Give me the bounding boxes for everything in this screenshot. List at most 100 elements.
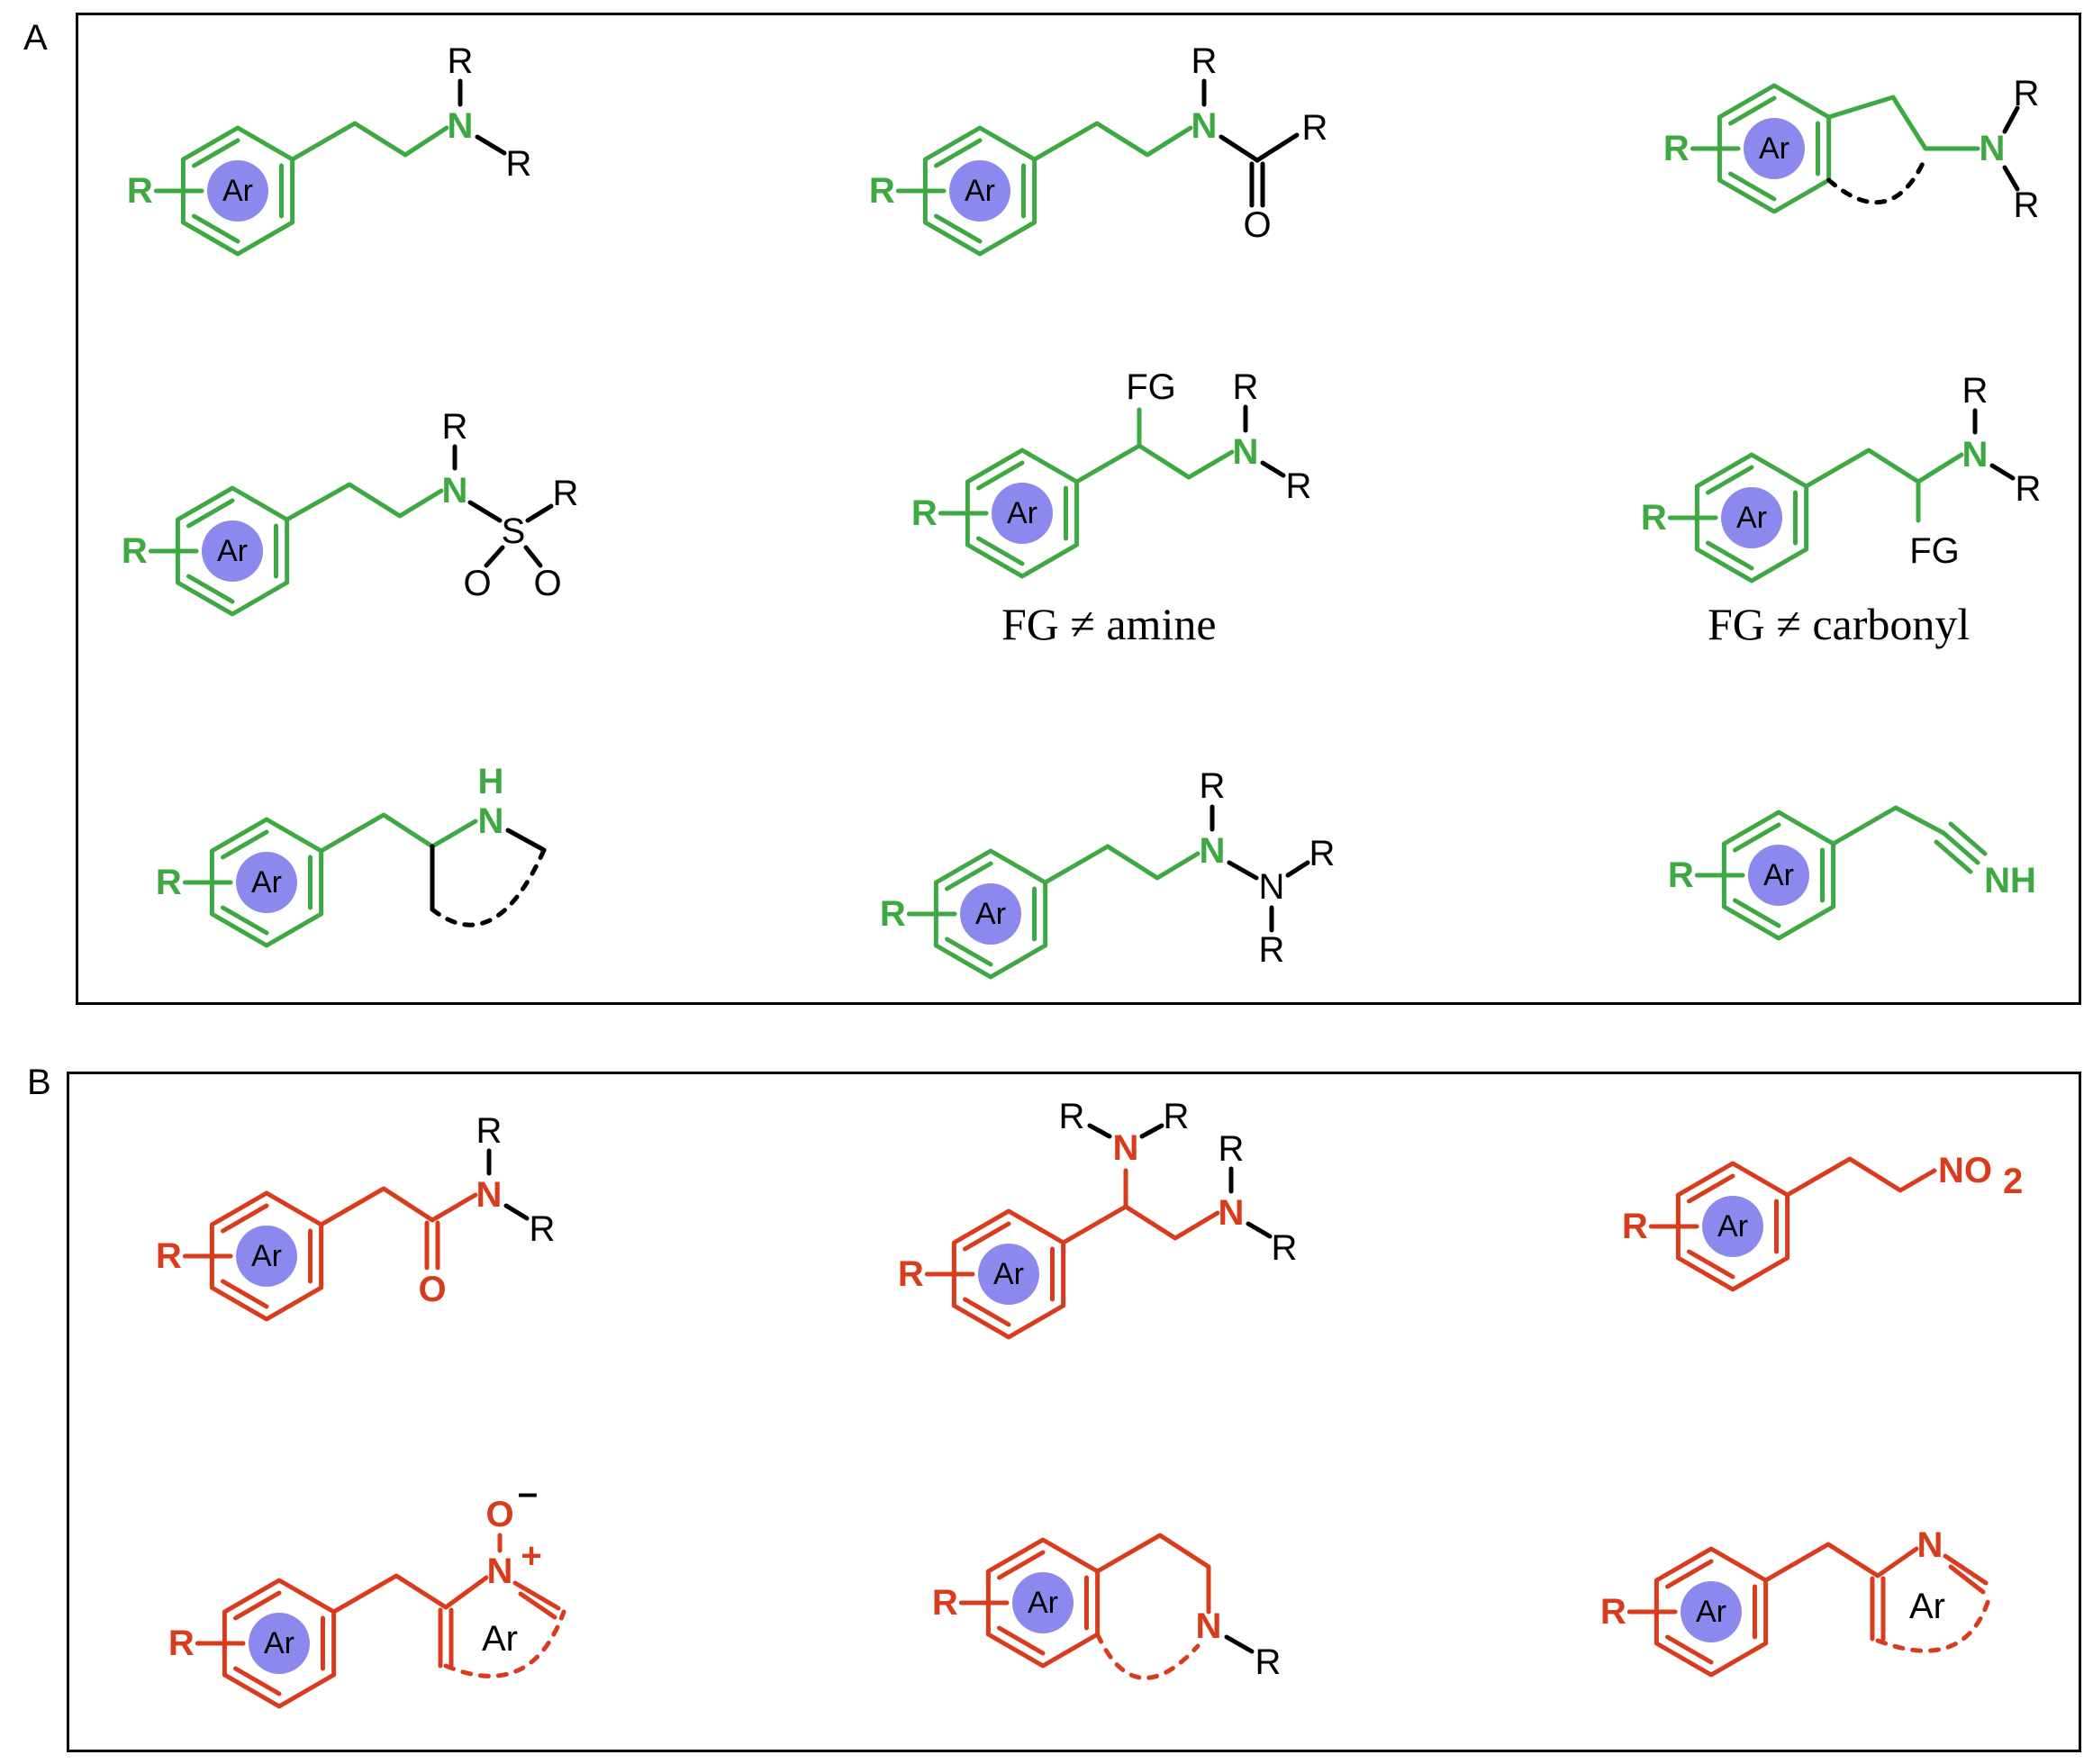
ar-label: Ar: [1717, 1209, 1748, 1244]
r-substituent-label: R: [932, 1583, 958, 1623]
atom-label-r: R: [1059, 1097, 1085, 1136]
bond: [1826, 95, 1980, 151]
atom-label-n: N: [1200, 831, 1226, 871]
atom-label-fg: FG: [1909, 531, 1960, 571]
ring-double-bond: [963, 1297, 1011, 1327]
r-substituent-label: R: [127, 171, 153, 211]
ring-double-bond: [221, 829, 269, 860]
atom-label-r: R: [1962, 371, 1989, 411]
bond: [1219, 134, 1260, 163]
atom-label-r: R: [1286, 466, 1312, 506]
bond: [1785, 1156, 1937, 1198]
ar-label: Ar: [251, 865, 282, 900]
ring-double-bond: [997, 1625, 1046, 1656]
r-substituent-label: R: [1600, 1592, 1626, 1632]
bond: [1224, 1634, 1255, 1654]
atom-label-r: R: [1272, 1228, 1298, 1268]
atom-label-n: N: [478, 801, 504, 841]
bond: [1948, 821, 1988, 856]
atom-label-r: R: [530, 1209, 556, 1249]
bond: [1285, 860, 1310, 878]
atom-label-n: N: [1259, 867, 1285, 907]
ring-double-bond: [1728, 171, 1777, 202]
ar-circle: [1681, 1581, 1742, 1642]
ar-label: Ar: [1763, 858, 1794, 892]
panel-a-frame: [76, 13, 2081, 1005]
bond: [1943, 1553, 1989, 1586]
atom-label-o: O: [418, 1270, 446, 1309]
atom-label-n: N: [1196, 1606, 1222, 1646]
r-substituent-label: R: [122, 531, 148, 571]
atom-label-n: N: [448, 106, 474, 146]
r-substituent-label: R: [156, 1236, 182, 1276]
ar-circle: [1748, 845, 1809, 906]
r-substituent-label: R: [156, 863, 182, 902]
atom-label-r: R: [1200, 766, 1226, 806]
ring-double-bond: [233, 1666, 282, 1696]
atom-label-n: N: [442, 471, 468, 511]
r-substituent-label: R: [880, 894, 906, 934]
bond: [484, 545, 505, 568]
bond: [467, 500, 503, 523]
atom-label-r: R: [1164, 1097, 1190, 1136]
bond: [523, 545, 543, 568]
atom-label-r: R: [506, 144, 532, 184]
atom-label-n: N: [1113, 1128, 1139, 1168]
bond: [505, 828, 547, 853]
ring-double-bond: [945, 861, 993, 891]
ar-label: Ar: [251, 1239, 282, 1273]
atom-label-r: R: [2014, 185, 2040, 225]
ar-circle: [978, 1244, 1039, 1305]
ring-closure-dashed: [430, 847, 547, 927]
ring-double-bond: [1665, 1634, 1714, 1665]
atom-label-fg: FG: [1126, 367, 1176, 407]
bond: [1032, 121, 1193, 162]
bond: [525, 503, 554, 523]
atom-label-r: R: [2016, 469, 2042, 509]
ring-double-bond: [1706, 465, 1754, 495]
ar-circle: [1702, 1196, 1763, 1257]
bond: [319, 1186, 478, 1227]
atom-label-r: R: [442, 407, 468, 447]
bond: [503, 1203, 530, 1221]
bond: [2002, 105, 2020, 134]
ring-double-bond: [1706, 540, 1754, 571]
r-substituent-label: R: [1663, 129, 1690, 168]
atom-label-n: N: [1980, 129, 2006, 168]
atom-label-s: S: [502, 511, 526, 551]
ar-circle: [236, 852, 297, 913]
atom-label-o: O: [533, 564, 561, 603]
atom-label-minus: –: [518, 1473, 538, 1513]
ring-double-bond: [1728, 95, 1777, 126]
bond: [1989, 463, 2016, 481]
ring-double-bond: [1687, 1249, 1735, 1280]
bond: [1043, 844, 1201, 885]
ring-double-bond: [997, 1550, 1046, 1580]
bond: [1074, 443, 1235, 484]
ring-double-bond: [221, 1279, 269, 1309]
ar-circle: [949, 160, 1010, 222]
bond: [1948, 1564, 1986, 1595]
r-substituent-label: R: [869, 171, 895, 211]
r-substituent-label: R: [1668, 855, 1694, 895]
atom-label-o: O: [485, 1495, 513, 1534]
atom-label-o: O: [1243, 205, 1271, 245]
ring-double-bond: [1733, 898, 1781, 928]
atom-label-r: R: [1309, 834, 1336, 873]
ar-circle: [1744, 118, 1805, 179]
ring-double-bond: [186, 574, 235, 604]
ar-circle: [236, 1226, 297, 1287]
atom-label-r: R: [1219, 1129, 1245, 1169]
ar-label: Ar: [1696, 1595, 1726, 1629]
bond: [1804, 448, 1964, 489]
